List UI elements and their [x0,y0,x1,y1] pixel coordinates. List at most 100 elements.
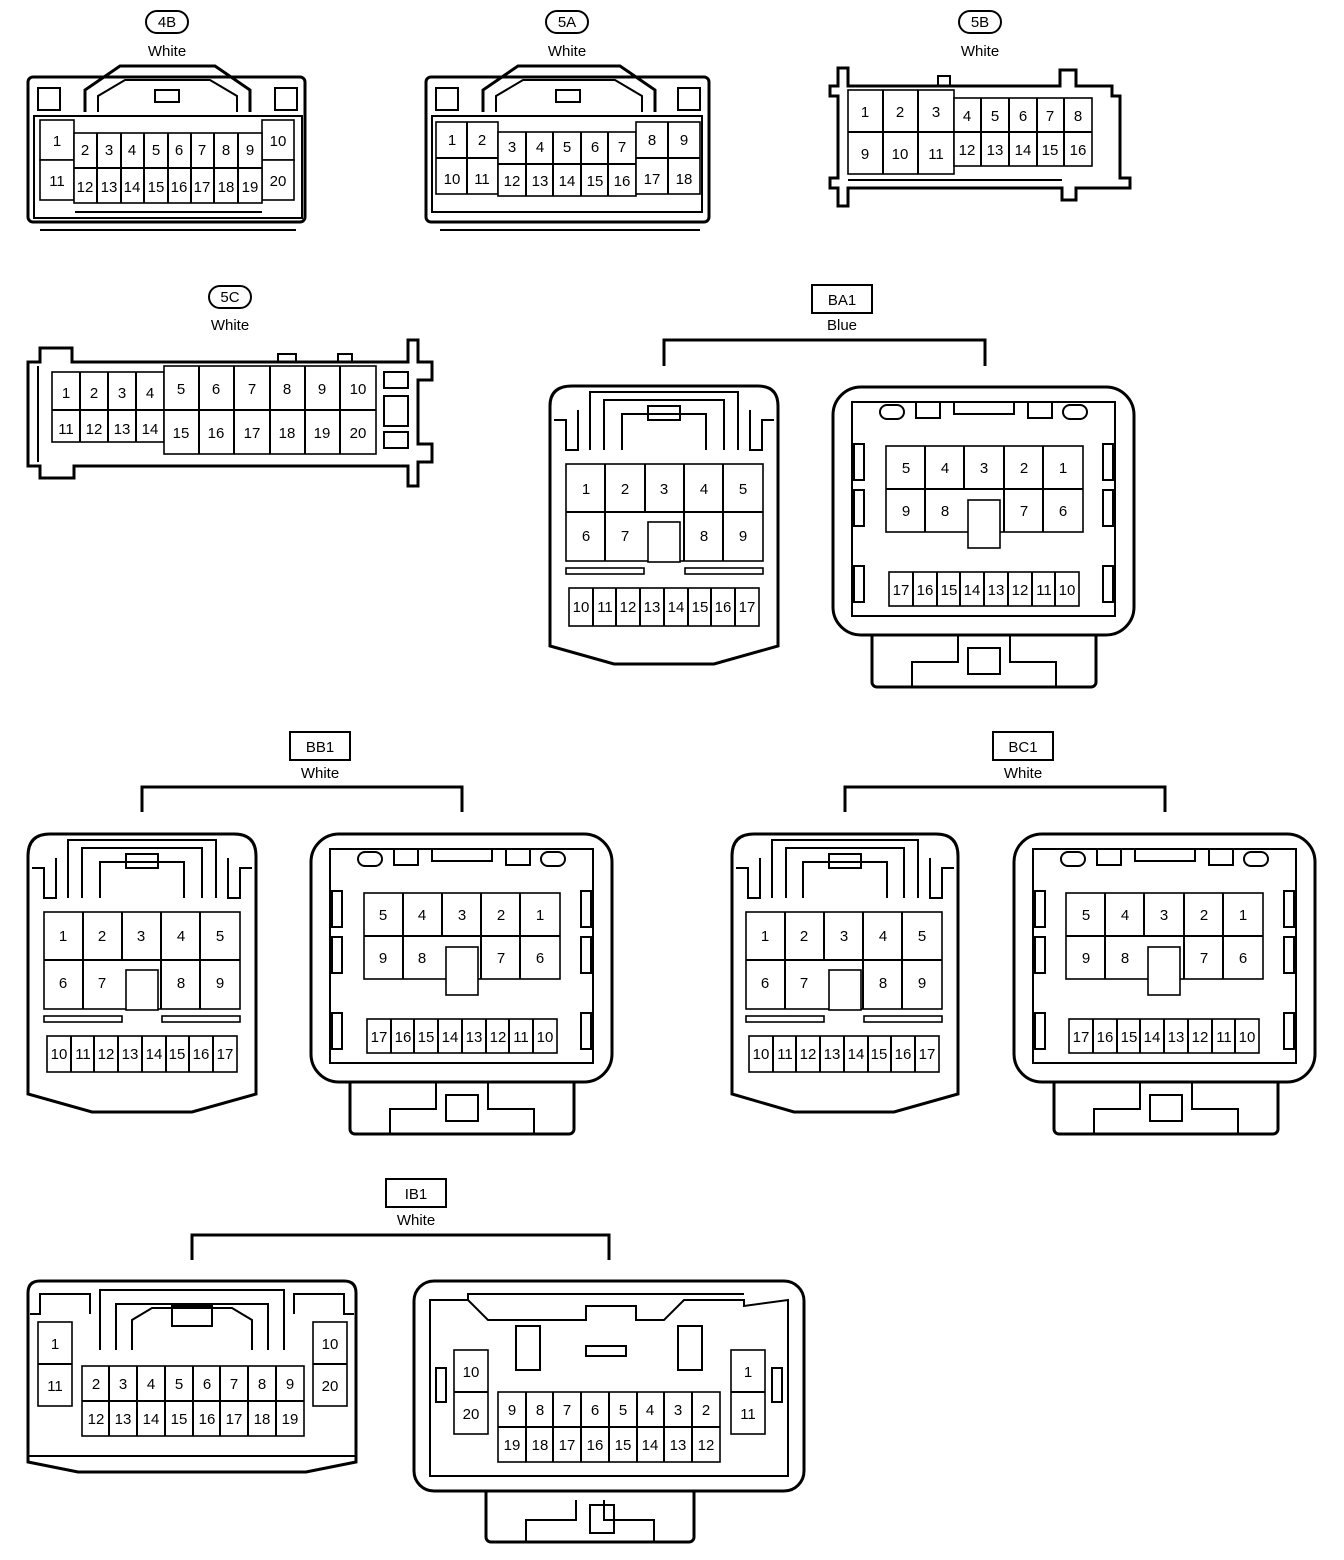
pin-label: 15 [169,1046,186,1063]
connector-5C: 5C White 1 2 3 4 5 6 7 8 9 10 11 12 [26,285,434,488]
pin-label: 20 [322,1378,339,1395]
pin-label: 9 [861,146,869,163]
pin-label: 12 [698,1437,715,1454]
pin-label: 5 [619,1402,627,1419]
pin-label: 10 [270,133,287,150]
pin-label: 9 [680,132,688,149]
pin-label: 4 [418,907,426,924]
pin-label: 6 [536,950,544,967]
pin-label: 20 [350,425,367,442]
connector-label: 5C [220,289,239,306]
pin-label: 6 [1019,108,1027,125]
pin-label: 11 [597,599,613,616]
pin-label: 10 [322,1336,339,1353]
pin-label: 17 [194,179,211,196]
pin-label: 10 [444,171,461,188]
pin-cells [435,121,701,197]
connector-label: 5B [971,14,989,31]
pin-label: 1 [536,907,544,924]
pin-label: 10 [1239,1029,1256,1046]
pin-label: 6 [591,1402,599,1419]
connector-female-face: 1 2 3 4 5 6 7 8 9 10 11 12 13 14 15 16 1… [1012,832,1317,1136]
pin-label: 8 [177,975,185,992]
pin-label: 11 [49,173,65,190]
pin-label: 2 [621,481,629,498]
connector-color: White [1004,765,1042,782]
pin-label: 7 [248,381,256,398]
pin-label: 7 [1046,108,1054,125]
pin-label: 1 [582,481,590,498]
connector-label: IB1 [405,1186,428,1203]
pin-label: 20 [270,173,287,190]
pin-label: 10 [463,1364,480,1381]
pin-label: 8 [700,528,708,545]
pin-label: 13 [115,1411,132,1428]
pin-label: 11 [777,1046,793,1063]
pin-label: 7 [1200,950,1208,967]
pin-label: 11 [1216,1029,1232,1046]
pin-label: 18 [218,179,235,196]
pin-cells [745,911,943,1073]
pin-label: 4 [700,481,708,498]
pin-label: 9 [318,381,326,398]
pin-label: 11 [75,1046,91,1063]
pin-label: 12 [1192,1029,1209,1046]
pin-label: 16 [208,425,225,442]
pin-cells [363,892,561,1054]
connector-color: White [301,765,339,782]
pin-label: 10 [1059,582,1076,599]
pin-label: 5 [563,139,571,156]
pin-label: 1 [761,928,769,945]
pin-label: 4 [177,928,185,945]
pin-label: 2 [98,928,106,945]
pin-label: 17 [559,1437,576,1454]
pin-label: 9 [379,950,387,967]
pin-label: 11 [740,1406,756,1423]
connector-label: BB1 [306,739,334,756]
pin-label: 13 [1168,1029,1185,1046]
pin-label: 12 [620,599,637,616]
pin-label: 16 [395,1029,412,1046]
pin-label: 5 [152,142,160,159]
connector-color: White [211,317,249,334]
pin-label: 17 [644,171,661,188]
pin-label: 10 [892,146,909,163]
pin-label: 15 [148,179,165,196]
pin-label: 4 [1121,907,1129,924]
pin-label: 13 [122,1046,139,1063]
pin-label: 3 [119,1376,127,1393]
pin-label: 4 [128,142,136,159]
pin-label: 3 [105,142,113,159]
pin-label: 7 [198,142,206,159]
pin-label: 16 [587,1437,604,1454]
connector-5A: 5A White 1 2 3 4 5 6 7 8 9 10 11 12 13 [424,10,711,231]
pin-label: 3 [840,928,848,945]
connector-color: White [397,1212,435,1229]
pin-label: 6 [591,139,599,156]
pin-label: 9 [216,975,224,992]
connector-IB1: IB1 White 1 [26,1178,806,1544]
pin-label: 14 [668,599,685,616]
pin-label: 18 [676,171,693,188]
pin-label: 7 [1020,503,1028,520]
pin-label: 14 [848,1046,865,1063]
pin-label: 2 [92,1376,100,1393]
pin-label: 5 [739,481,747,498]
pin-label: 6 [203,1376,211,1393]
pin-label: 19 [282,1411,299,1428]
pin-label: 4 [146,385,154,402]
pin-label: 10 [753,1046,770,1063]
pin-label: 3 [118,385,126,402]
pin-cells [565,463,764,627]
pin-label: 15 [1042,142,1059,159]
pin-label: 6 [761,975,769,992]
pin-label: 11 [928,146,944,163]
pin-label: 16 [895,1046,912,1063]
pin-label: 17 [371,1029,388,1046]
pin-label: 3 [674,1402,682,1419]
pin-label: 6 [59,975,67,992]
pin-label: 1 [861,104,869,121]
pin-label: 18 [279,425,296,442]
pin-label: 12 [77,179,94,196]
pin-label: 13 [987,142,1004,159]
